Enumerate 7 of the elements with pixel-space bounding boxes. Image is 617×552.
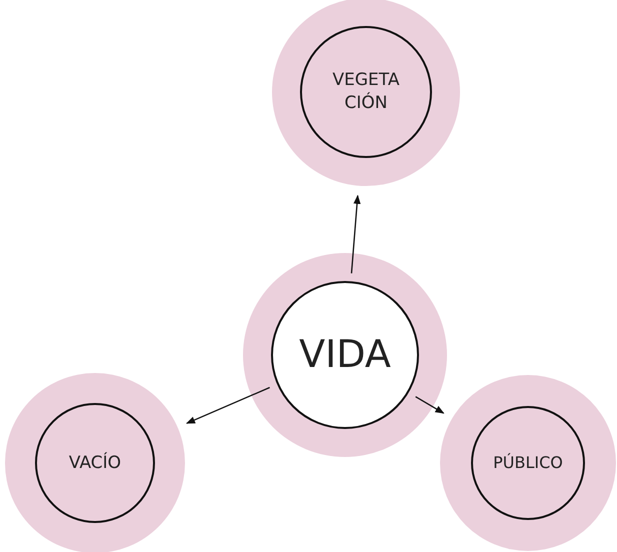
node-label: PÚBLICO	[493, 452, 563, 474]
arrow	[186, 386, 270, 424]
arrow	[350, 194, 361, 274]
node-label: VIDA	[299, 331, 391, 378]
node-label: VACÍO	[68, 452, 122, 474]
node-label: VEGETA CIÓN	[332, 69, 400, 115]
arrow	[415, 396, 444, 414]
